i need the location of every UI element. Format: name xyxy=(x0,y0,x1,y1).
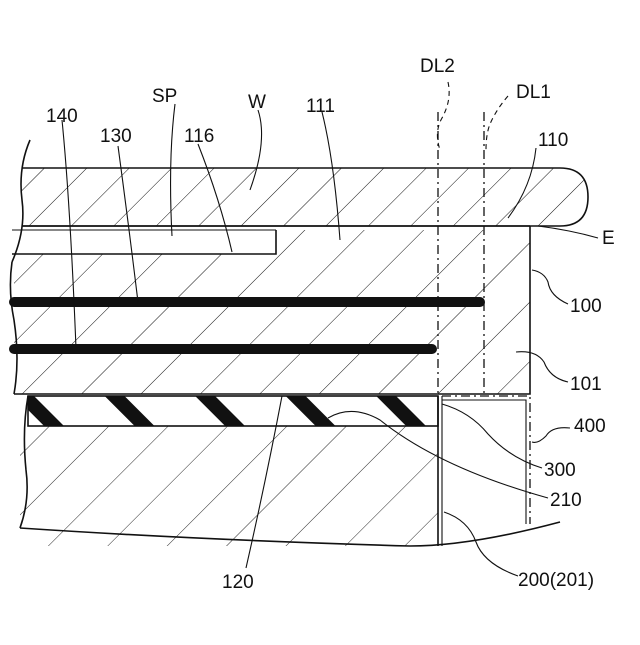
label-120: 120 xyxy=(222,572,254,593)
label-300: 300 xyxy=(544,460,576,481)
label-210: 210 xyxy=(550,490,582,511)
label-100: 100 xyxy=(570,296,602,317)
element-400 xyxy=(442,396,530,524)
label-dl1: DL1 xyxy=(516,82,551,103)
label-101: 101 xyxy=(570,374,602,395)
label-130: 130 xyxy=(100,126,132,147)
layer-w xyxy=(0,160,600,240)
layer-sp xyxy=(12,230,276,254)
label-200-201: 200(201) xyxy=(518,570,594,591)
label-e: E xyxy=(602,228,615,249)
label-116: 116 xyxy=(184,126,214,147)
label-110: 110 xyxy=(538,130,568,151)
label-400: 400 xyxy=(574,416,606,437)
label-111: 111 xyxy=(306,96,335,117)
layer-300 xyxy=(28,396,438,426)
label-140: 140 xyxy=(46,106,78,127)
label-sp: SP xyxy=(152,86,177,107)
label-dl2: DL2 xyxy=(420,56,455,77)
label-w: W xyxy=(248,92,266,113)
